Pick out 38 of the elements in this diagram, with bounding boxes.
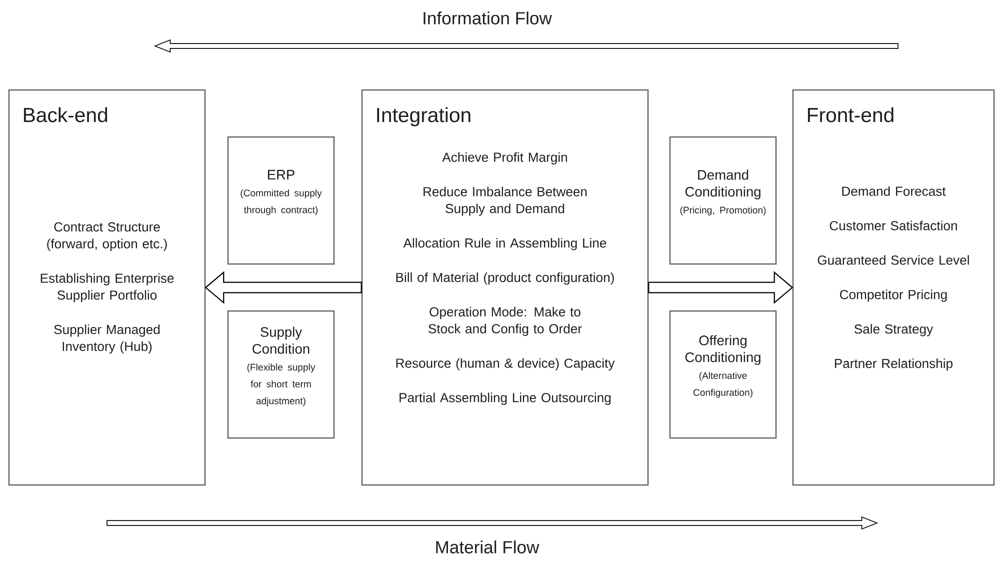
- list-item: Partial Assembling Line Outsourcing: [400, 392, 611, 405]
- box-subtitle: (Flexible supply for short term adjustment): [247, 364, 316, 406]
- panel-box: [227, 136, 335, 265]
- list-item: Establishing Enterprise Supplier Portfolio: [40, 273, 174, 302]
- box-title: ERP: [268, 170, 294, 180]
- list-item: Contract Structure (forward, option etc.): [47, 222, 167, 251]
- box-subtitle: (Alternative Configuration): [693, 372, 752, 398]
- box-title: Demand Conditioning: [685, 170, 760, 200]
- list-item: Allocation Rule in Assembling Line: [403, 238, 606, 250]
- list-item: Supplier Managed Inventory (Hub): [54, 324, 160, 354]
- block-arrow: [204, 271, 362, 304]
- list-item: Achieve Profit Margin: [442, 152, 567, 164]
- panel-box: [669, 310, 777, 439]
- box-heading: Back-end: [24, 107, 108, 122]
- box-heading: Integration: [377, 107, 470, 126]
- panel-box: [792, 89, 995, 486]
- panel-box: [8, 89, 206, 486]
- box-subtitle: (Pricing, Promotion): [680, 206, 766, 216]
- panel-box: [361, 89, 649, 486]
- list-item: Demand Forecast: [842, 186, 946, 196]
- list-item: Customer Satisfaction: [830, 220, 957, 230]
- list-item: Competitor Pricing: [840, 290, 947, 302]
- panel-box: [227, 310, 335, 439]
- list-item: Bill of Material (product configuration): [396, 272, 614, 285]
- box-title: Supply Condition: [252, 326, 310, 354]
- list-item: Sale Strategy: [854, 324, 934, 336]
- box-title: Offering Conditioning: [685, 335, 760, 365]
- box-heading: Front-end: [808, 107, 894, 122]
- list-item: Partner Relationship: [834, 358, 952, 371]
- list-item: Operation Mode: Make to Stock and Config to Order: [428, 306, 582, 336]
- flow-label: Material Flow: [436, 540, 540, 554]
- box-subtitle: (Committed supply through contract): [240, 189, 322, 216]
- list-item: Reduce Imbalance Between Supply and Demand: [424, 186, 587, 216]
- panel-box: [669, 136, 777, 265]
- list-item: Resource (human & device) Capacity: [396, 358, 615, 370]
- block-arrow: [648, 271, 794, 304]
- list-item: Guaranteed Service Level: [818, 255, 969, 265]
- flow-label: Information Flow: [424, 12, 552, 24]
